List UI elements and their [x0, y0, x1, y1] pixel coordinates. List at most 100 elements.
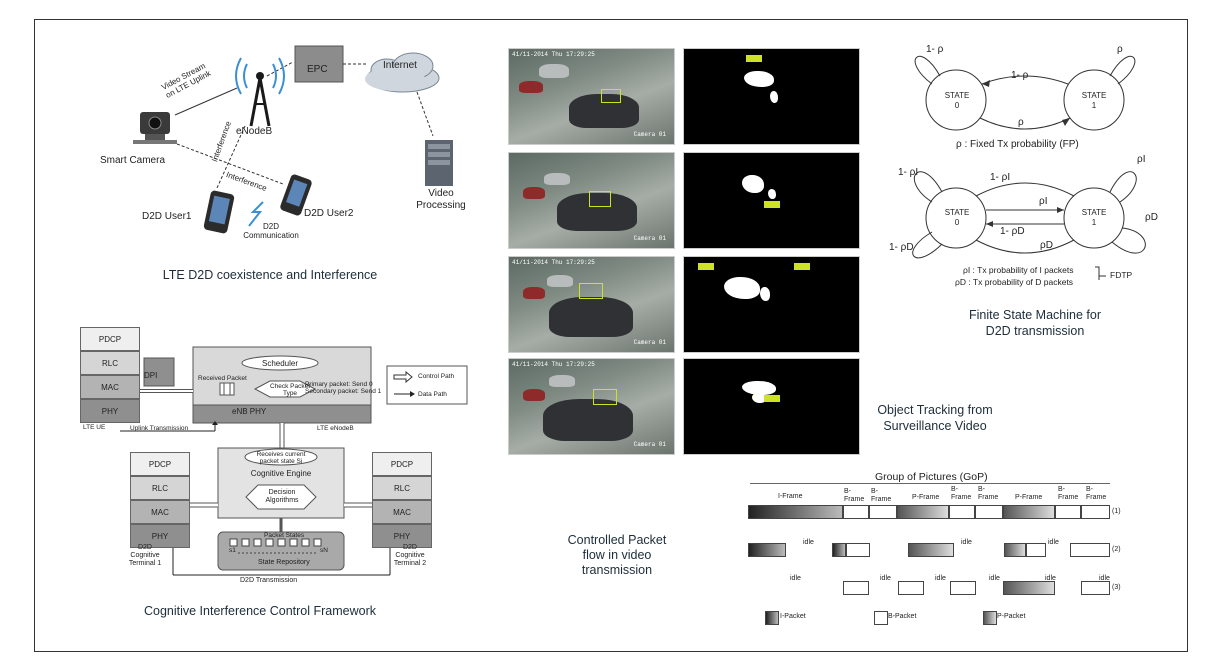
- gop-caption-line2: flow in video: [582, 548, 652, 562]
- d2d-comm-line1: D2D: [262, 222, 279, 231]
- decision-line1: Decision: [268, 489, 296, 496]
- motion-mask-1: [683, 48, 860, 145]
- frame4-timestamp: 41/11-2014 Thu 17:29:25: [512, 361, 595, 368]
- framework-caption: Cognitive Interference Control Framework: [143, 604, 377, 618]
- terminal2-protocol-stack: PDCP RLC MAC PHY: [372, 452, 432, 548]
- fdtp-self1-top-label: ρI: [1137, 154, 1146, 165]
- gop-row-3-idle-3: idle: [935, 575, 946, 582]
- gop-row-2-label: (2): [1112, 546, 1121, 553]
- d2d-transmission-label: D2D Transmission: [240, 577, 298, 584]
- epc-box: [294, 45, 344, 83]
- figure-frame: [34, 19, 1188, 652]
- fp-t01-label: ρ: [1018, 117, 1024, 128]
- fdtp-state1-label: STATE 1: [1074, 208, 1114, 228]
- fp-state1: [1063, 69, 1125, 131]
- dpi-label: DPI: [144, 371, 158, 380]
- fp-state0: [925, 69, 987, 131]
- fp-self1-label: ρ: [1117, 44, 1123, 55]
- terminal2-line1: D2D: [402, 544, 417, 551]
- t2-layer-pdcp: PDCP: [372, 452, 432, 476]
- legend-b-swatch: [874, 611, 888, 625]
- motion-mask-4: [683, 358, 860, 455]
- t1-layer-phy: PHY: [130, 524, 190, 548]
- fdtp-self1-bot-label: ρD: [1145, 212, 1158, 223]
- ue-protocol-stack: PDCP RLC MAC PHY: [80, 327, 140, 423]
- smart-camera-label: Smart Camera: [100, 155, 166, 166]
- gop-row-1: [748, 505, 1110, 519]
- fdtp-state0: [925, 187, 987, 249]
- d2d-user2-label: D2D User2: [304, 208, 354, 219]
- fsm-caption-line2: D2D transmission: [985, 324, 1085, 338]
- surveillance-frame-3: 41/11-2014 Thu 17:29:25 Camera 01: [508, 256, 675, 353]
- lte-enodeb-label: LTE eNodeB: [317, 425, 354, 432]
- t2-layer-rlc: RLC: [372, 476, 432, 500]
- fdtp-self0-bot-label: 1- ρD: [889, 242, 914, 253]
- terminal1-line2: Cognitive: [130, 552, 160, 559]
- fdtp-state1-line1: STATE: [1081, 208, 1107, 217]
- fdtp-self0-top-label: 1- ρI: [898, 167, 919, 178]
- video-processing-line2: Processing: [416, 200, 466, 211]
- terminal2-label: D2D Cognitive Terminal 2: [388, 544, 432, 568]
- fp-self0-label: 1- ρ: [926, 44, 944, 55]
- terminal1-protocol-stack: PDCP RLC MAC PHY: [130, 452, 190, 548]
- video-processing-line1: Video: [428, 188, 454, 199]
- epc-label: EPC: [307, 64, 328, 75]
- received-packet-label: Received Packet: [198, 375, 247, 382]
- enodeb-tower: [235, 57, 285, 127]
- surveillance-frame-4: 41/11-2014 Thu 17:29:25 Camera 01: [508, 358, 675, 455]
- legend-i-swatch: [765, 611, 779, 625]
- surveillance-frame-1: 41/11-2014 Thu 17:29:25 Camera 01: [508, 48, 675, 145]
- fp-state1-line1: STATE: [1081, 91, 1107, 100]
- legend-p-label: P-Packet: [997, 613, 1026, 620]
- framework-svg: [120, 346, 468, 576]
- gop-row-3: [748, 581, 1110, 595]
- t1-layer-pdcp: PDCP: [130, 452, 190, 476]
- motion-mask-2: [683, 152, 860, 249]
- terminal1-line3: Terminal 1: [128, 560, 162, 567]
- gop-row-3-idle-5: idle: [1045, 575, 1056, 582]
- motion-mask-3: [683, 256, 860, 353]
- gop-title: Group of Pictures (GoP): [875, 471, 988, 483]
- fsm-caption-line1: Finite State Machine for: [968, 308, 1101, 322]
- legend-b-label: B-Packet: [888, 613, 917, 620]
- state-repository-label: State Repository: [258, 559, 310, 566]
- gop-row-2-idle-2: idle: [961, 539, 972, 546]
- tracking-caption: Object Tracking from Surveillance Video: [860, 402, 1010, 434]
- smart-camera: [133, 112, 177, 144]
- t1-layer-mac: MAC: [130, 500, 190, 524]
- packet-states-label: Packet States: [264, 532, 305, 539]
- d2d-user2-phone: [280, 174, 312, 216]
- gop-label-p1: P-Frame: [912, 494, 940, 501]
- gop-row-3-label: (3): [1112, 584, 1121, 591]
- legend-control-path: Control Path: [418, 373, 455, 380]
- decision-algorithms-label: Decision Algorithms: [256, 489, 308, 505]
- ue-layer-pdcp: PDCP: [80, 327, 140, 351]
- fdtp-legend-i: ρI : Tx probability of I packets: [963, 265, 1074, 275]
- fdtp-state0-line1: STATE: [944, 208, 970, 217]
- gop-caption: Controlled Packet flow in video transmis…: [552, 533, 682, 578]
- frame1-camera: Camera 01: [633, 131, 666, 138]
- fdtp-state1: [1063, 187, 1125, 249]
- check-packet-line2: Type: [282, 390, 298, 397]
- enb-phy-label: eNB PHY: [232, 407, 267, 416]
- coexistence-caption: LTE D2D coexistence and Interference: [162, 268, 378, 282]
- video-processing-label: Video Processing: [416, 188, 466, 212]
- gop-span-line: [750, 483, 1110, 504]
- ue-layer-mac: MAC: [80, 375, 140, 399]
- gop-row-3-idle-4: idle: [989, 575, 1000, 582]
- gop-label-b6: B-Frame: [1086, 486, 1107, 501]
- legend-data-path: Data Path: [418, 391, 447, 398]
- check-packet-label: Check Packet Type: [260, 383, 320, 397]
- fdtp-arc-top-label: 1- ρI: [990, 172, 1011, 183]
- fdtp-state1-line2: 1: [1091, 218, 1097, 227]
- fdtp-state0-label: STATE 0: [937, 208, 977, 228]
- gop-label-iframe: I-Frame: [778, 493, 803, 500]
- gop-row-3-idle-2: idle: [880, 575, 891, 582]
- fdtp-mid-bot-label: 1- ρD: [1000, 226, 1025, 237]
- d2d-user1-label: D2D User1: [142, 211, 192, 222]
- fsm-caption: Finite State Machine for D2D transmissio…: [950, 307, 1120, 339]
- fp-state1-label: STATE 1: [1074, 91, 1114, 111]
- fdtp-state0-line2: 0: [954, 218, 960, 227]
- gop-row-2: [748, 543, 1110, 557]
- video-server: [425, 140, 453, 186]
